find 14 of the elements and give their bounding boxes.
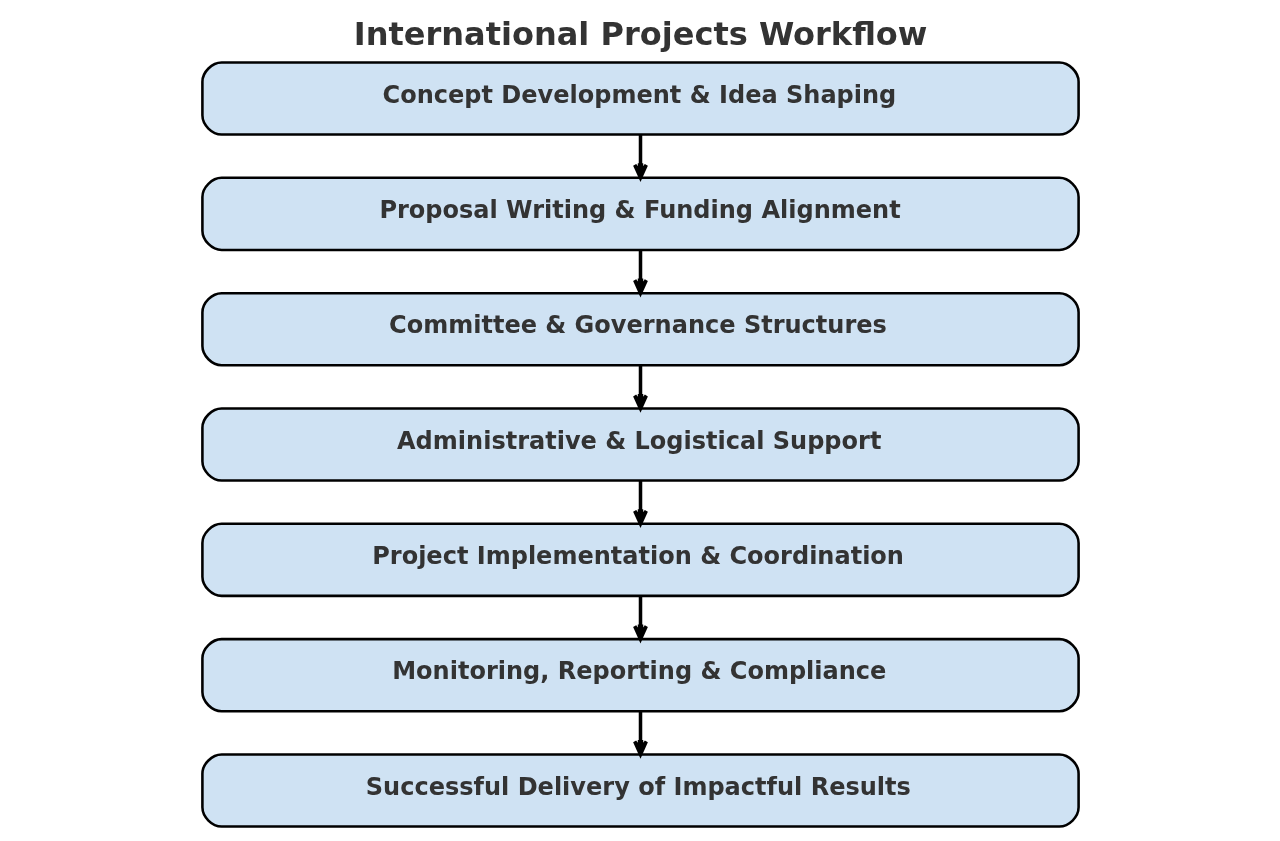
arrow [632,481,648,526]
arrow [632,365,648,411]
arrow [632,596,648,641]
arrow [632,711,648,757]
node-box: Successful Delivery of Impactful Results [200,753,1080,828]
diagram-title: International Projects Workflow [353,14,927,53]
node-box: Proposal Writing & Funding Alignment [200,176,1080,252]
arrow [632,250,648,295]
node-box: Administrative & Logistical Support [200,407,1080,482]
node-box: Concept Development & Idea Shaping [200,61,1080,136]
node-box: Project Implementation & Coordination [200,522,1080,598]
node-box: Committee & Governance Structures [200,291,1080,367]
node-box: Monitoring, Reporting & Compliance [200,637,1080,713]
arrow [632,135,648,180]
